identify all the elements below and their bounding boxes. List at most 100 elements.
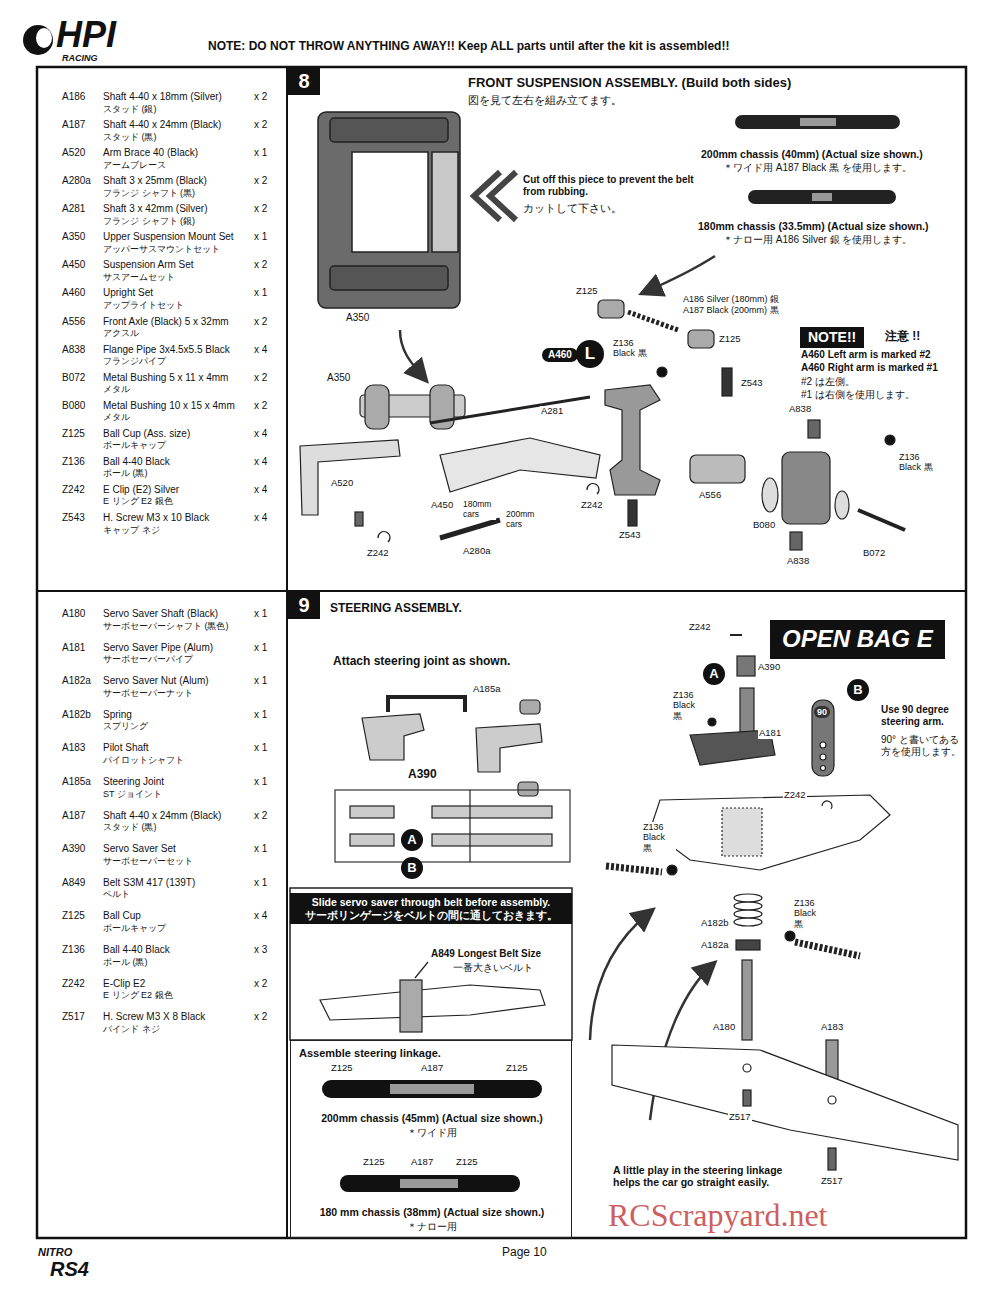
part-number: A181: [62, 642, 85, 654]
part-label: Z125: [330, 1063, 354, 1074]
part-label: Z136 Black 黒: [793, 898, 827, 929]
part-label: Z125: [718, 334, 742, 345]
part-description-ja: パイロットシャフト: [103, 755, 184, 765]
part-label: A849 Longest Belt Size: [430, 948, 542, 960]
part-label: Z136 Black 黒: [672, 690, 704, 721]
part-label: Z543: [740, 378, 764, 389]
part-quantity: x 2: [254, 175, 267, 187]
part-description-ja: E リング E2 銀色: [103, 496, 173, 506]
front-suspension-parts: [300, 300, 905, 550]
part-label: ＊ワイド用 A187 Black 黒 を使用します。: [722, 162, 913, 174]
part-label: A350: [326, 372, 351, 384]
part-number: A838: [62, 344, 85, 356]
part-description-ja: ボール (黒): [103, 468, 148, 478]
part-label: カットして下さい。: [522, 202, 623, 215]
part-label: 200mm chassis (45mm) (Actual size shown.…: [295, 1112, 569, 1124]
part-number: A460: [62, 287, 85, 299]
part-description: Upper Suspension Mount Set: [103, 231, 234, 243]
part-label: A280a: [462, 546, 491, 557]
part-quantity: x 1: [254, 843, 267, 855]
part-quantity: x 1: [254, 608, 267, 620]
part-number: Z543: [62, 512, 85, 524]
part-description: E Clip (E2) Silver: [103, 484, 179, 496]
part-description: Shaft 4-40 x 24mm (Black): [103, 119, 221, 131]
part-description: Shaft 3 x 25mm (Black): [103, 175, 207, 187]
callout-circle: A: [401, 829, 423, 851]
part-number: A185a: [62, 776, 91, 788]
part-label: Z125: [362, 1157, 386, 1168]
part-quantity: x 4: [254, 910, 267, 922]
part-label: A838: [788, 404, 812, 415]
part-description: Servo Saver Set: [103, 843, 176, 855]
box-text: NOTE!!: [808, 329, 856, 346]
callout-letter: L: [585, 344, 595, 364]
part-quantity: x 1: [254, 742, 267, 754]
heading-text: Assemble steering linkage.: [299, 1047, 441, 1060]
part-number: Z125: [62, 428, 85, 440]
step-panel: 8FRONT SUSPENSION ASSEMBLY. (Build both …: [288, 68, 966, 591]
part-label: A181: [758, 728, 782, 739]
part-description-ja: フランジパイプ: [103, 356, 166, 366]
part-number: A182a: [62, 675, 91, 687]
part-description: Belt S3M 417 (139T): [103, 877, 195, 889]
part-label: A838: [786, 556, 810, 567]
heading-text: STEERING ASSEMBLY.: [330, 602, 462, 616]
part-label: Z517: [728, 1112, 752, 1123]
part-label: A520: [330, 478, 354, 489]
part-description: Flange Pipe 3x4.5x5.5 Black: [103, 344, 230, 356]
part-number: A280a: [62, 175, 91, 187]
part-label: 200mm cars: [505, 510, 539, 530]
part-quantity: x 1: [254, 287, 267, 299]
part-description-ja: ボールキャップ: [103, 923, 166, 933]
part-label: Cut off this piece to prevent the belt f…: [522, 174, 699, 197]
part-label: Z125: [455, 1157, 479, 1168]
part-description-ja: アームブレース: [103, 160, 166, 170]
part-description-ja: サーボセーバーナット: [103, 688, 193, 698]
part-label: #2 は左側。: [800, 376, 856, 388]
note-box: NOTE!!: [800, 327, 864, 348]
logo-mark: [23, 25, 53, 55]
belt-illustration: [290, 888, 572, 1040]
part-label: A182b: [700, 918, 729, 929]
part-label: ＊ナロー用 A186 Silver 銀 を使用します。: [722, 234, 913, 246]
step-number: 9: [288, 592, 320, 619]
part-description-ja: アップライトセット: [103, 300, 184, 310]
part-description-ja: フランジ シャフト (黒): [103, 188, 195, 198]
part-label: A460 Right arm is marked #1: [800, 362, 939, 374]
page-mark: NITRO: [38, 1246, 72, 1259]
part-number: A520: [62, 147, 85, 159]
part-label: Z136 Black 黒: [898, 452, 940, 473]
callout-letter: B: [853, 682, 862, 698]
part-description-ja: ST ジョイント: [103, 789, 162, 799]
cut-chevrons: [474, 172, 516, 220]
part-quantity: x 1: [254, 877, 267, 889]
part-label: A460: [542, 348, 578, 362]
part-number: A281: [62, 203, 85, 215]
part-label: Use 90 degree steering arm.: [880, 704, 964, 727]
part-quantity: x 2: [254, 259, 267, 271]
box-text: Slide servo saver through belt before as…: [294, 896, 568, 909]
part-description-ja: ボールキャップ: [103, 440, 166, 450]
page-mark: Page 10: [502, 1246, 547, 1260]
part-description: Spring: [103, 709, 132, 721]
page-mark: HPI: [56, 16, 116, 54]
page-mark: RCScrapyard.net: [608, 1198, 828, 1233]
part-number: A183: [62, 742, 85, 754]
part-quantity: x 4: [254, 484, 267, 496]
page-mark: RACING: [62, 53, 98, 63]
part-number: A556: [62, 316, 85, 328]
part-label: A390: [757, 662, 781, 673]
part-quantity: x 1: [254, 147, 267, 159]
part-description-ja: ボール (黒): [103, 957, 148, 967]
callout-letter: A: [407, 832, 416, 848]
part-number: B080: [62, 400, 85, 412]
part-quantity: x 2: [254, 1011, 267, 1023]
part-number: A350: [62, 231, 85, 243]
part-label: A185a: [472, 684, 501, 695]
part-description: Ball 4-40 Black: [103, 944, 170, 956]
part-label: A186 Silver (180mm) 銀: [682, 294, 780, 304]
part-description-ja: E リング E2 銀色: [103, 990, 173, 1000]
part-label: A460 Left arm is marked #2: [800, 349, 932, 361]
part-quantity: x 2: [254, 372, 267, 384]
part-label: A187 Black (200mm) 黒: [682, 305, 780, 315]
